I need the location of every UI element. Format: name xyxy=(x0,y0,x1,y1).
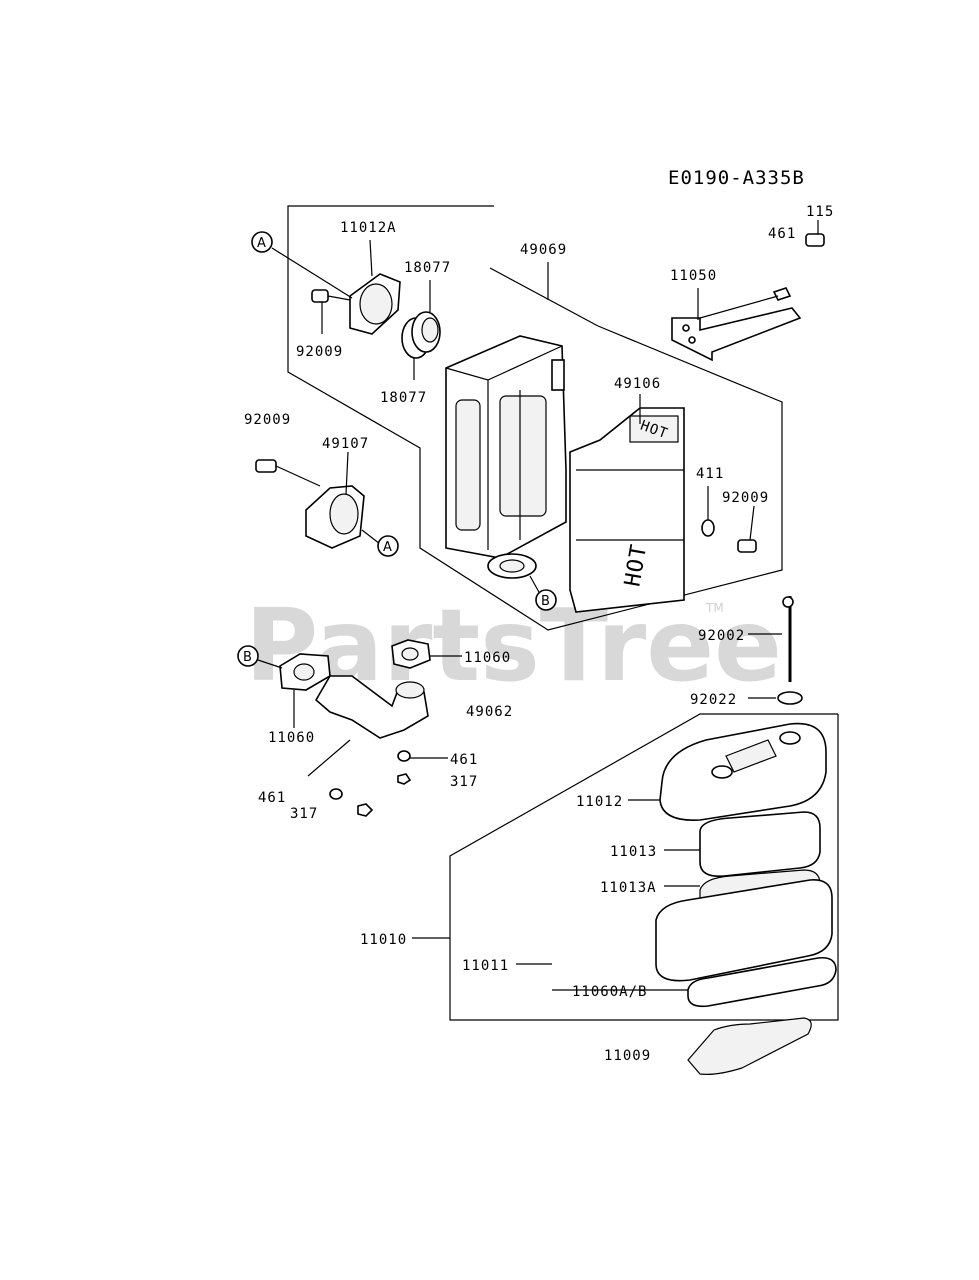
part-label: 11013A xyxy=(600,880,657,896)
air-cleaner-cover-11012-icon xyxy=(628,722,827,821)
bolt-92009-left-icon xyxy=(255,459,321,487)
grommet-18077-icon xyxy=(401,280,441,380)
bracket-11050-icon xyxy=(671,287,802,362)
muffler-outlet-flange-icon xyxy=(487,553,537,579)
part-label: 49106 xyxy=(614,376,661,392)
part-label: 49107 xyxy=(322,436,369,452)
part-label: 411 xyxy=(696,466,724,482)
part-label: 461 xyxy=(768,226,796,242)
part-label: 92009 xyxy=(244,412,291,428)
washer-461-mid-icon xyxy=(397,750,448,762)
washer-461-low-icon xyxy=(329,788,343,800)
part-label: 11011 xyxy=(462,958,509,974)
diagram-code: E0190-A335B xyxy=(668,167,805,189)
part-label: 18077 xyxy=(380,390,427,406)
part-label: 92009 xyxy=(722,490,769,506)
callout-b-left: B xyxy=(237,645,259,667)
gasket-11060AB-icon xyxy=(552,956,837,1008)
part-label: 92009 xyxy=(296,344,343,360)
callout-b-mid: B xyxy=(535,589,557,611)
part-label: 49062 xyxy=(466,704,513,720)
heat-shield-49106-icon: HOT HOT xyxy=(569,407,685,613)
part-label: 11010 xyxy=(360,932,407,948)
part-label: 18077 xyxy=(404,260,451,276)
part-label: 49069 xyxy=(520,242,567,258)
callout-a-top: A xyxy=(251,231,273,253)
bolt-92009-right-icon xyxy=(737,505,757,553)
exhaust-pipe-49062-icon xyxy=(307,675,429,777)
washer-92022-icon xyxy=(748,691,803,705)
guard-49107-icon xyxy=(305,451,381,549)
base-11011-icon xyxy=(516,879,833,982)
svg-text:A: A xyxy=(257,236,266,251)
part-label: 461 xyxy=(258,790,286,806)
callout-a-mid: A xyxy=(377,535,399,557)
filter-11013-icon xyxy=(664,811,821,878)
part-label: 11060A/B xyxy=(572,984,647,1000)
svg-text:B: B xyxy=(541,594,550,609)
pre-cleaner-11009-icon xyxy=(687,1017,812,1075)
svg-text:B: B xyxy=(243,650,252,665)
part-label: 92022 xyxy=(690,692,737,708)
part-label: 11013 xyxy=(610,844,657,860)
part-label: 317 xyxy=(290,806,318,822)
part-label: 11060 xyxy=(464,650,511,666)
part-label: 317 xyxy=(450,774,478,790)
part-label: 11012 xyxy=(576,794,623,810)
part-label: 461 xyxy=(450,752,478,768)
part-label: 115 xyxy=(806,204,834,220)
svg-text:A: A xyxy=(383,540,392,555)
muffler-assembly-frame xyxy=(287,205,783,631)
trademark: TM xyxy=(705,601,724,615)
muffler-49069-icon xyxy=(445,335,567,559)
part-label: 11009 xyxy=(604,1048,651,1064)
part-label: 11050 xyxy=(670,268,717,284)
part-label: 11012A xyxy=(340,220,397,236)
stud-92002-icon xyxy=(748,596,794,682)
gasket-11060-right-icon xyxy=(391,639,462,669)
washer-411-icon xyxy=(701,486,715,537)
bolt-115-icon xyxy=(805,220,825,247)
part-label: 92002 xyxy=(698,628,745,644)
nut-317-low-icon xyxy=(357,803,374,817)
part-label: 11060 xyxy=(268,730,315,746)
flange-11012A-icon xyxy=(349,273,401,335)
nut-317-mid-icon xyxy=(397,773,412,785)
bolt-92009-icon xyxy=(311,289,351,334)
